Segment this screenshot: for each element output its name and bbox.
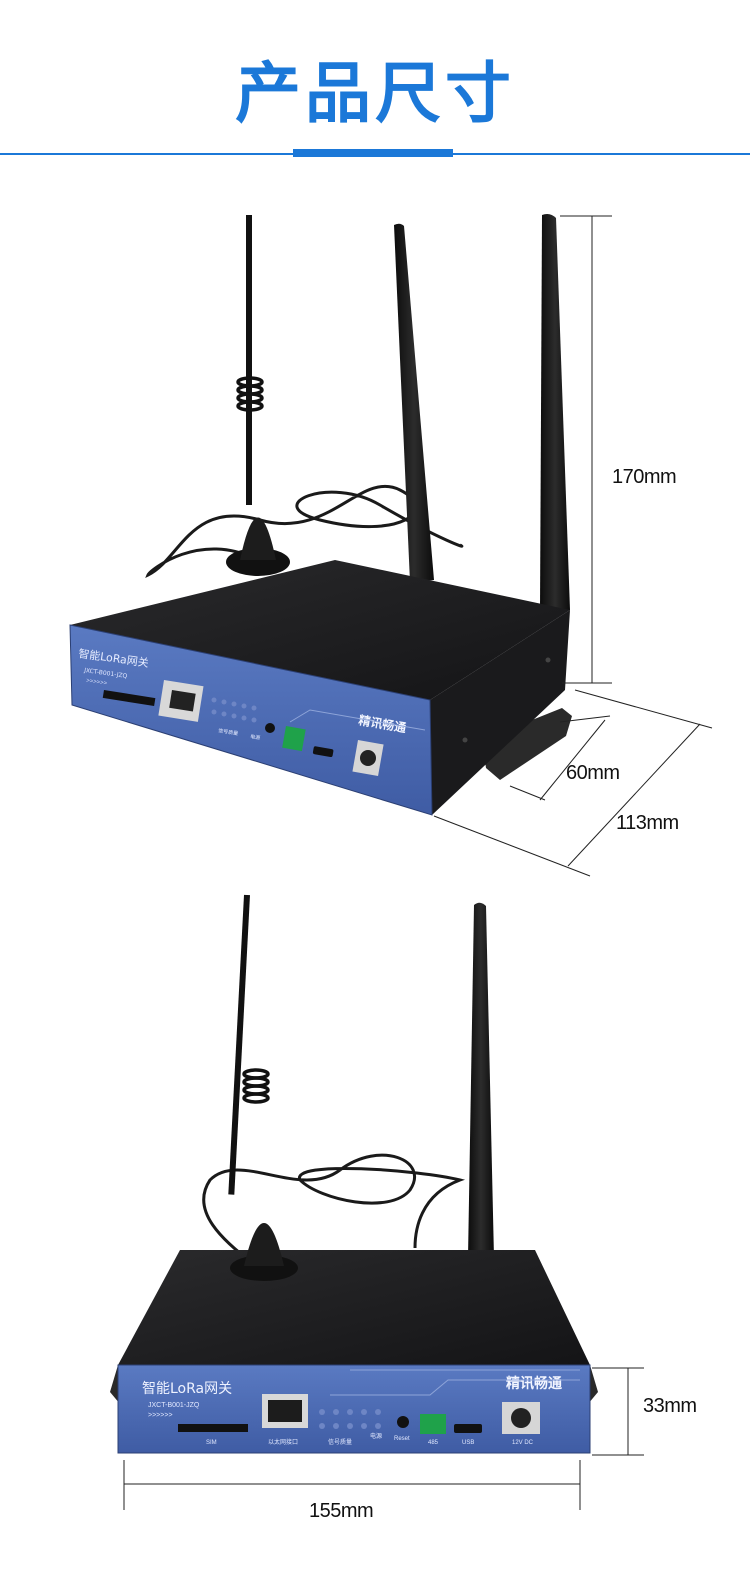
sim-slot[interactable] — [102, 690, 156, 707]
arrows-decor: >>>>>> — [86, 678, 108, 687]
reset-button[interactable] — [265, 723, 275, 733]
router-top — [70, 560, 570, 700]
antenna-left — [394, 223, 434, 582]
usb-port[interactable] — [312, 746, 334, 758]
brand-name-front: 智能LoRa网关 — [142, 1381, 232, 1397]
signal-label: 信号质量 — [218, 727, 239, 737]
dimension-lines-top — [433, 215, 713, 877]
router-front-panel — [69, 624, 433, 816]
dim-mount: 60mm — [566, 762, 620, 784]
dim-width: 155mm — [309, 1500, 374, 1522]
led-indicators — [211, 697, 257, 723]
power-label-front: 电源 — [370, 1432, 382, 1440]
title-underline-accent — [293, 149, 453, 157]
signal-label-front: 信号质量 — [328, 1438, 352, 1446]
router-view-angled: 智能LoRa网关 JXCT-B001-JZQ >>>>>> 信号质量 电源 精讯… — [69, 214, 572, 816]
rs485-label: 485 — [428, 1440, 439, 1446]
reset-button-front[interactable] — [397, 1416, 409, 1428]
dimension-lines-bottom — [123, 1367, 644, 1510]
router-top-front — [118, 1250, 590, 1365]
sim-slot-front[interactable] — [178, 1424, 248, 1432]
rs485-terminal-front[interactable] — [420, 1414, 446, 1434]
antenna-coil-front — [242, 1068, 270, 1104]
eth-label: 以太网接口 — [268, 1438, 298, 1446]
antenna-cable-front — [202, 1153, 466, 1272]
brand-logo-front: 精讯畅通 — [506, 1375, 562, 1392]
antenna-coil — [236, 376, 264, 412]
antenna-front — [468, 902, 494, 1258]
mount-bracket — [482, 708, 572, 780]
power-label: 电源 — [250, 733, 261, 741]
led-indicators-front — [319, 1409, 381, 1429]
reset-label: Reset — [394, 1436, 410, 1442]
page-title: 产品尺寸 — [235, 55, 515, 132]
dim-thickness: 33mm — [643, 1395, 697, 1417]
dim-height: 170mm — [612, 466, 677, 488]
sim-label: SIM — [206, 1440, 217, 1446]
dim-depth: 113mm — [616, 812, 679, 834]
rs485-terminal[interactable] — [282, 726, 306, 752]
router-view-front: 智能LoRa网关 JXCT-B001-JZQ >>>>>> SIM 以太网接口 … — [110, 894, 598, 1454]
magnetic-antenna-whip — [246, 215, 252, 505]
antenna-cable — [145, 484, 464, 578]
router-side — [430, 610, 570, 815]
model-label-front: JXCT-B001-JZQ — [148, 1402, 200, 1409]
antenna-right — [540, 214, 570, 610]
dc-label: 12V DC — [512, 1440, 534, 1446]
magnetic-antenna-whip-front — [228, 894, 250, 1195]
usb-port-front[interactable] — [454, 1424, 482, 1433]
usb-label: USB — [462, 1440, 474, 1446]
arrows-decor-front: >>>>>> — [148, 1412, 173, 1419]
